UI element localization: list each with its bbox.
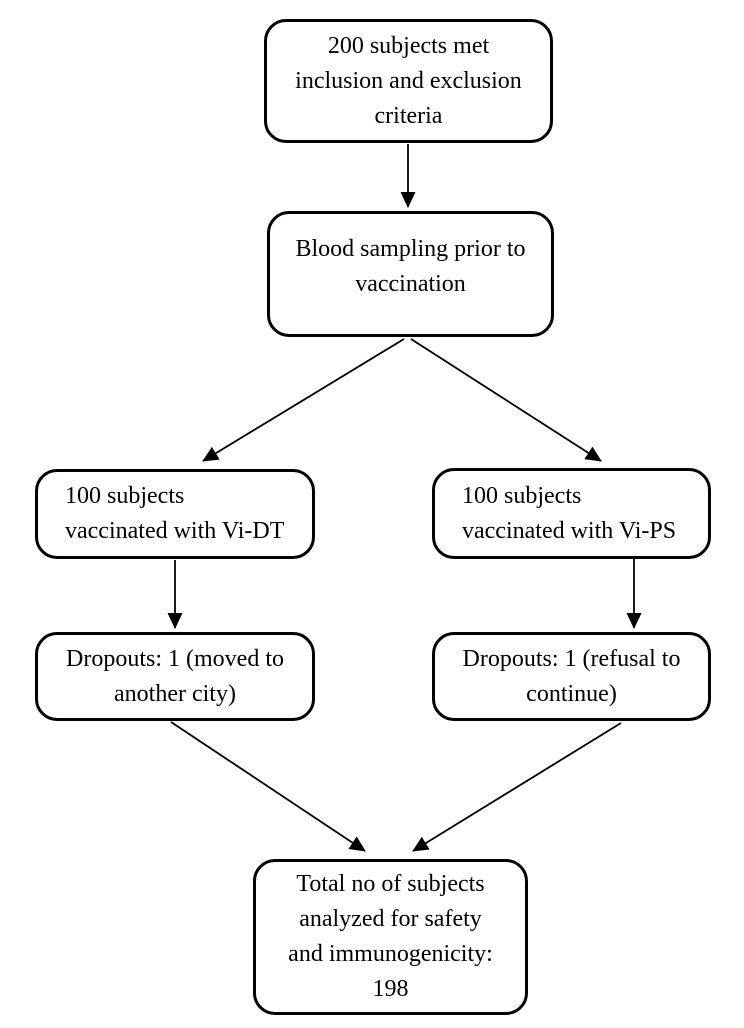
- node-dropout-vi-ps: Dropouts: 1 (refusal to continue): [432, 632, 711, 721]
- arrow-dropout-vips-to-total: [412, 722, 622, 852]
- arrow-sampling-to-vips: [410, 338, 602, 462]
- node-blood-sampling-label: Blood sampling prior to vaccination: [295, 236, 526, 297]
- node-total-analyzed: Total no of subjects analyzed for safety…: [253, 859, 528, 1015]
- node-vi-ps-group: 100 subjects vaccinated with Vi-PS: [432, 468, 711, 559]
- node-vi-dt-group-label: 100 subjects vaccinated with Vi-DT: [65, 483, 285, 544]
- node-dropout-vi-dt-label: Dropouts: 1 (moved to another city): [66, 645, 284, 707]
- node-enrollment-label: 200 subjects met inclusion and exclusion…: [295, 32, 522, 129]
- node-dropout-vi-dt: Dropouts: 1 (moved to another city): [35, 632, 315, 721]
- node-total-analyzed-label: Total no of subjects analyzed for safety…: [288, 871, 493, 1002]
- node-blood-sampling: Blood sampling prior to vaccination: [267, 211, 554, 337]
- arrow-dropout-vidt-to-total: [170, 721, 366, 852]
- arrow-sampling-to-vidt: [202, 338, 405, 462]
- node-vi-ps-group-label: 100 subjects vaccinated with Vi-PS: [462, 482, 677, 544]
- node-enrollment: 200 subjects met inclusion and exclusion…: [264, 19, 553, 143]
- node-dropout-vi-ps-label: Dropouts: 1 (refusal to continue): [462, 645, 681, 707]
- node-vi-dt-group: 100 subjects vaccinated with Vi-DT: [35, 469, 315, 559]
